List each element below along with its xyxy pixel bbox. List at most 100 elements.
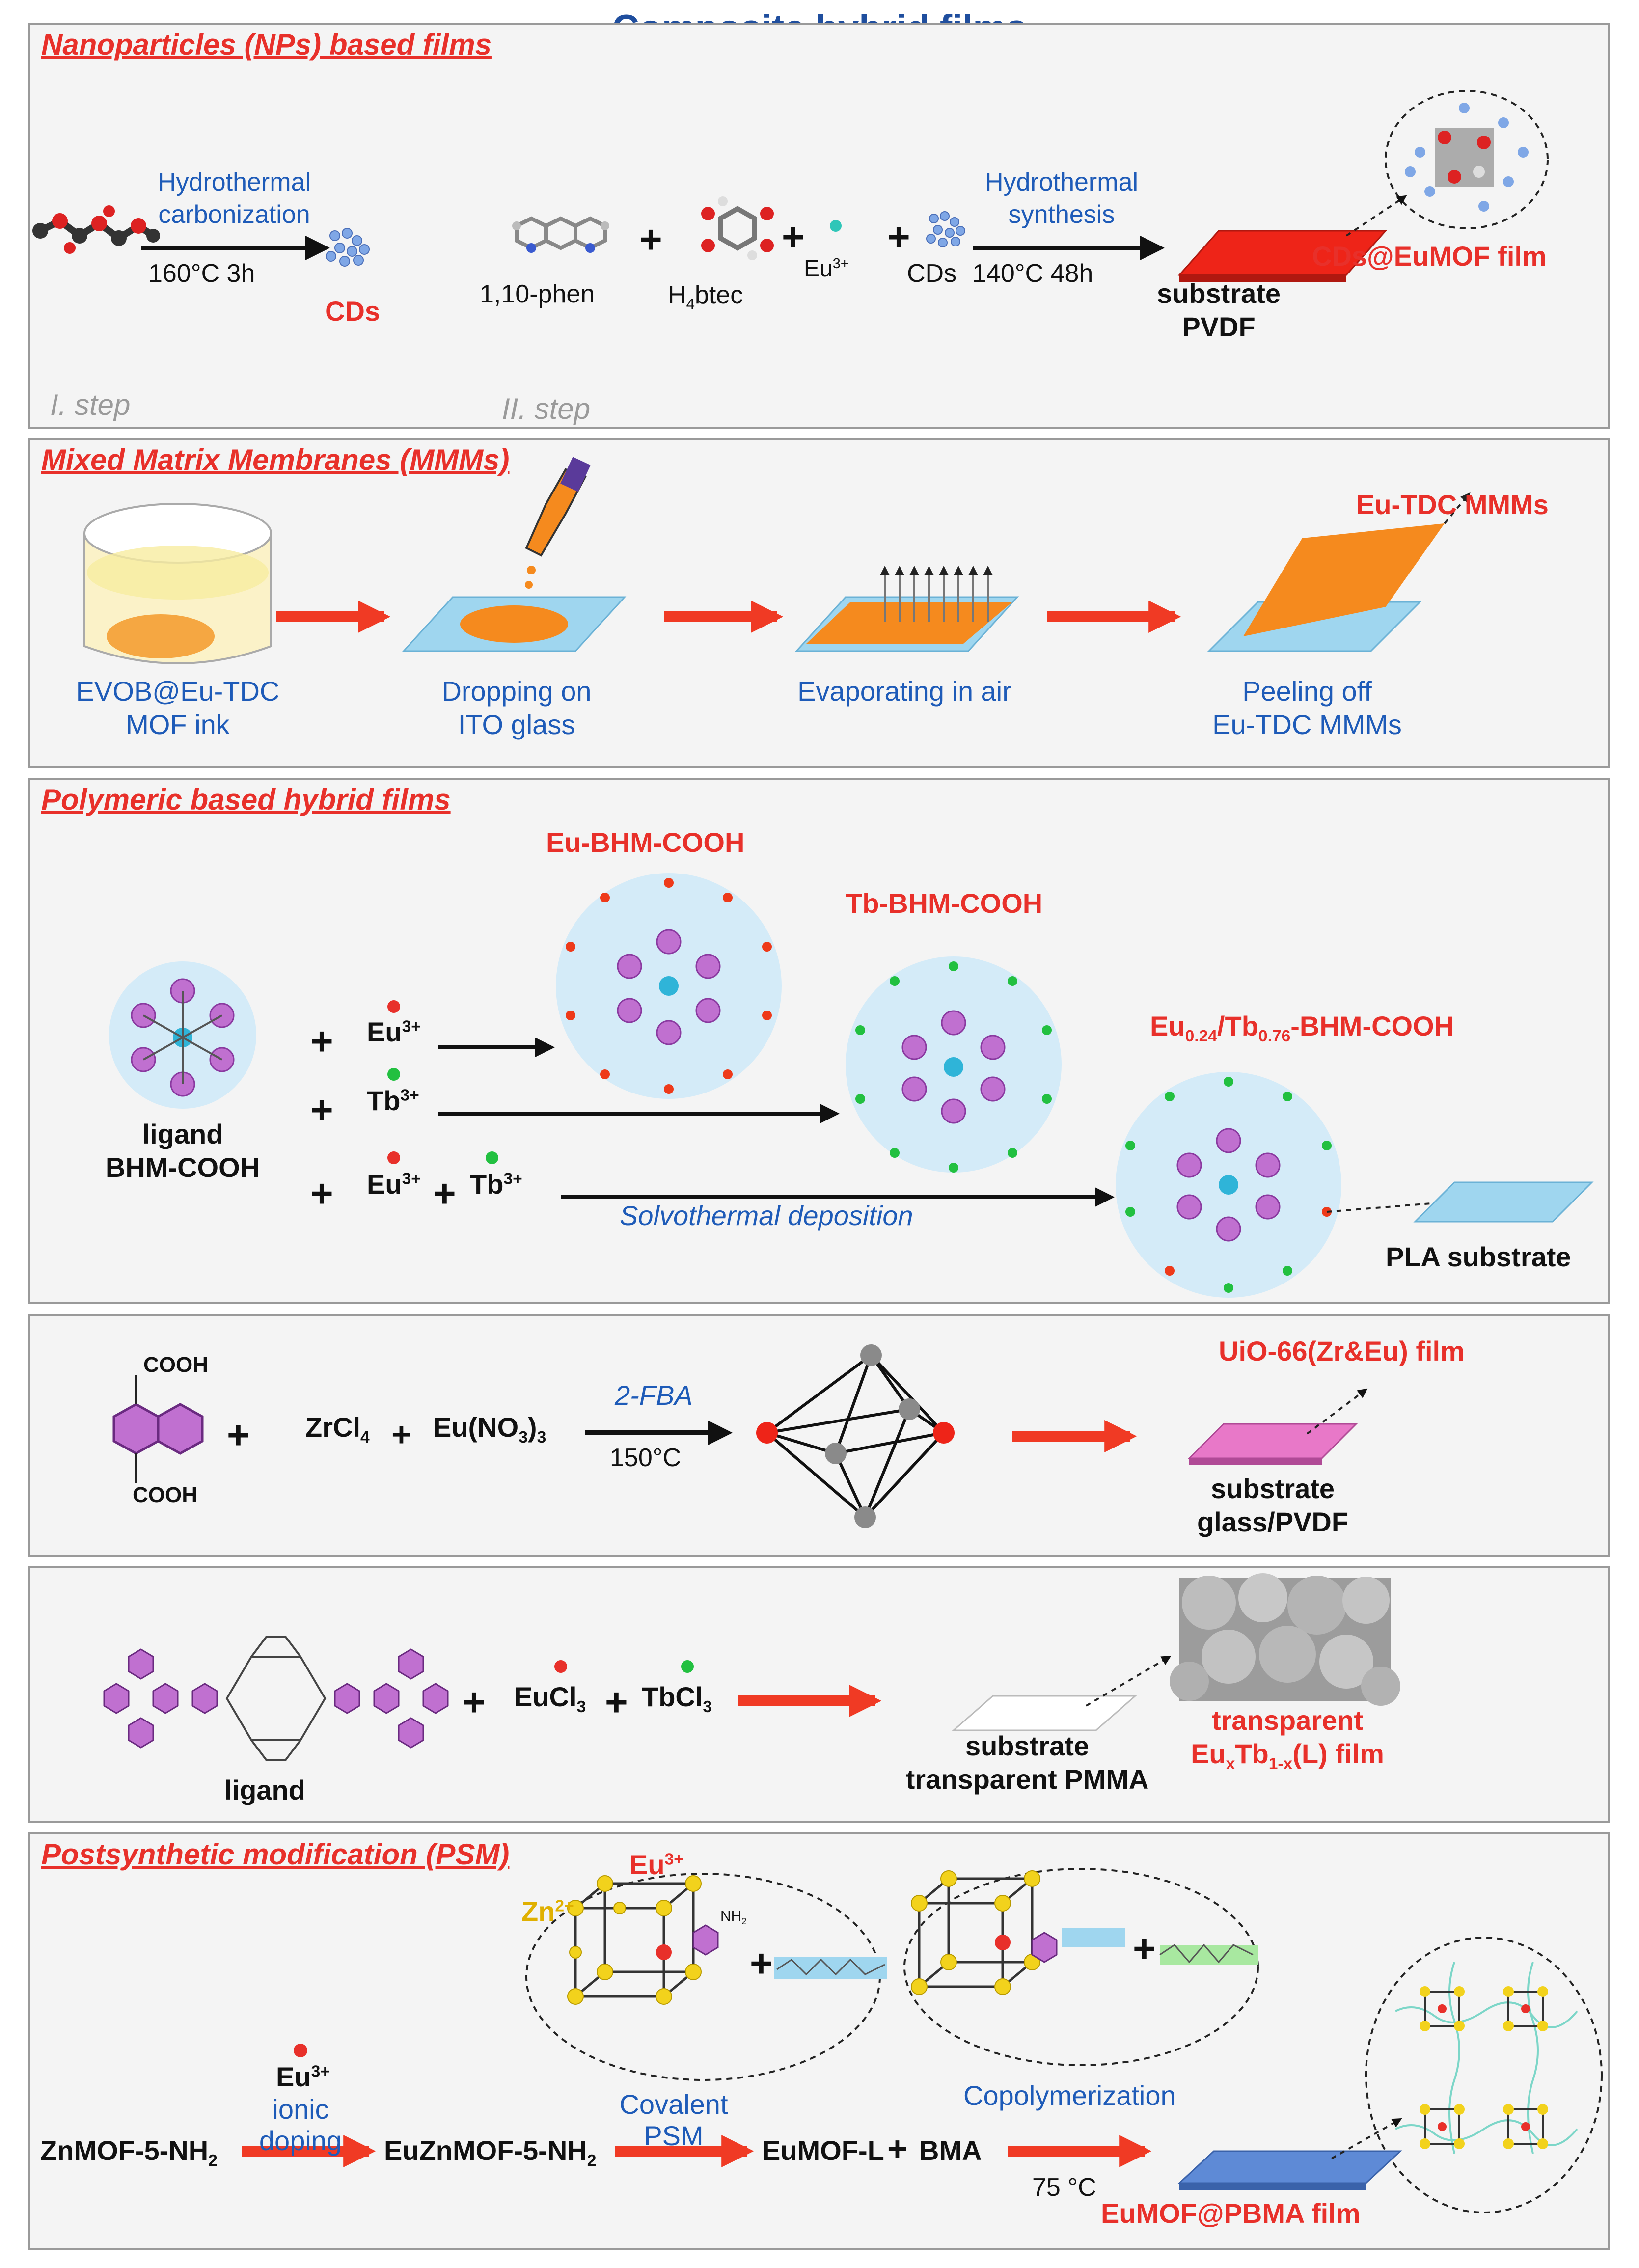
- plus-sign: +: [1133, 1927, 1156, 1970]
- plus-sign: +: [639, 218, 662, 261]
- eumof-l-label: EuMOF-L: [762, 2135, 884, 2166]
- plus-sign: +: [605, 1680, 628, 1724]
- panel-psm: Postsynthetic modification (PSM): [28, 1832, 1610, 2250]
- carbon-dots-icon: [326, 228, 370, 267]
- panel-transparent-film: + + ligand EuCl3 TbCl3 substrate transpa…: [28, 1566, 1610, 1823]
- eu-dot-icon: [387, 1151, 400, 1164]
- tb-dot-icon: [486, 1151, 498, 1164]
- anhydride-chain: [776, 1958, 885, 1976]
- eu-nitrate-label: Eu(NO3)3: [433, 1412, 546, 1447]
- film-label: CDs@EuMOF film: [1312, 241, 1547, 272]
- tb-ion-label: Tb3+: [367, 1085, 419, 1116]
- arrow2-bottom-label: 140°C 48h: [972, 259, 1093, 288]
- eu-ion-label: Eu3+: [804, 256, 849, 282]
- step-2-label: II. step: [502, 392, 591, 425]
- arrow1-top-label-2: carbonization: [158, 200, 310, 229]
- copoly-label: Copolymerization: [963, 2080, 1176, 2111]
- nh2-label: NH2: [720, 1908, 747, 1926]
- plus-sign: +: [391, 1415, 411, 1453]
- film-label: UiO-66(Zr&Eu) film: [1219, 1336, 1465, 1366]
- macrocycle-ligand-icon: [103, 1636, 449, 1761]
- plus-sign: +: [887, 215, 910, 259]
- plus-sign: +: [227, 1413, 250, 1457]
- temperature-label: 150°C: [610, 1444, 682, 1472]
- phen-label: 1,10-phen: [480, 280, 595, 308]
- arrow1-top-label-1: Hydrothermal: [157, 168, 311, 196]
- carbohydrate-molecule-icon: [32, 205, 160, 254]
- film-pointer: [1085, 1655, 1172, 1707]
- eu-ion-label: Eu3+: [276, 2061, 330, 2092]
- amide-segment: [1062, 1928, 1125, 1947]
- bma-segment: [1160, 1945, 1258, 1965]
- step2-label-1: Dropping on: [441, 676, 592, 707]
- tb-dot-icon: [387, 1068, 400, 1081]
- ligand-bhm-cooh-icon: [109, 961, 256, 1109]
- film-edge: [1179, 2183, 1366, 2190]
- panel-title: Postsynthetic modification (PSM): [41, 1838, 510, 1871]
- panel-uio66: + + COOH COOH ZrCl4 Eu(NO3)3 2-FBA 150°C…: [28, 1314, 1610, 1557]
- film-edge: [1179, 275, 1346, 282]
- arrow2-top-label-2: synthesis: [1008, 200, 1115, 229]
- substrate-label-1: substrate: [1156, 278, 1281, 309]
- zn-ion-label: Zn2+: [521, 1896, 574, 1927]
- substrate-label-2: glass/PVDF: [1197, 1506, 1349, 1537]
- substrate-label-2: PVDF: [1182, 311, 1256, 342]
- panel3-graphics: + + + +: [109, 873, 1594, 1298]
- cooh-bottom-label: COOH: [133, 1483, 197, 1507]
- eu-node: [656, 1944, 672, 1960]
- linker-ring: [1031, 1932, 1058, 1963]
- panel-nanoparticles: Nanoparticles (NPs) based films: [28, 23, 1610, 429]
- copoly-zoom-ellipse: [903, 1868, 1259, 2066]
- covalent-label-2: PSM: [644, 2120, 704, 2151]
- film-zoom-ellipse: [1365, 1937, 1603, 2213]
- beaker-icon: [83, 503, 272, 664]
- eu-dot-icon: [387, 1000, 400, 1013]
- linker-ring: [692, 1924, 719, 1956]
- pmma-substrate: [952, 1695, 1137, 1731]
- pla-substrate-label: PLA substrate: [1386, 1241, 1571, 1272]
- eu-ion-label-2: Eu3+: [367, 1169, 421, 1200]
- eu-ion-label: Eu3+: [367, 1016, 421, 1047]
- eu-bhm-complex-icon: [556, 873, 782, 1099]
- panel5-graphics: + +: [103, 1573, 1400, 1761]
- step2-label-2: ITO glass: [458, 709, 575, 740]
- panel2-graphics: [83, 457, 1471, 664]
- bma-chain: [1159, 1943, 1254, 1964]
- plus-sign: +: [887, 2130, 907, 2168]
- evaporating-film-icon: [794, 566, 1019, 652]
- plus-sign: +: [310, 1172, 333, 1215]
- naphthalene-dicarboxylic-icon: [112, 1375, 204, 1483]
- step3-label: Evaporating in air: [797, 676, 1011, 707]
- plus-sign: +: [310, 1019, 333, 1063]
- mix-complex-label: Eu0.24/Tb0.76-BHM-COOH: [1150, 1011, 1454, 1046]
- plus-sign: +: [433, 1172, 456, 1215]
- cds-label: CDs: [325, 296, 381, 327]
- doping-label-2: doping: [259, 2125, 342, 2156]
- panel4-graphics: + +: [112, 1344, 1368, 1528]
- pla-substrate: [1413, 1181, 1594, 1223]
- zrcl4-label: ZrCl4: [305, 1412, 370, 1447]
- mof-cube-nodes: [567, 1875, 702, 2005]
- arrow2-top-label-1: Hydrothermal: [984, 168, 1139, 196]
- sem-micrograph: [1170, 1573, 1400, 1706]
- eu-dot-icon: [294, 2044, 307, 2057]
- ligand-label-2: BHM-COOH: [105, 1152, 260, 1183]
- film-pointer: [1306, 1388, 1368, 1435]
- substrate-label-2: transparent PMMA: [905, 1764, 1149, 1795]
- step4-label-1: Peeling off: [1242, 676, 1372, 707]
- process-label: Solvothermal deposition: [620, 1200, 913, 1231]
- film-label: EuMOF@PBMA film: [1101, 2198, 1361, 2229]
- eu-ion-label-inset: Eu3+: [629, 1849, 683, 1880]
- tb-bhm-complex-icon: [846, 956, 1062, 1173]
- panel-mixed-matrix: Mixed Matrix Membranes (MMMs): [28, 438, 1610, 768]
- mof-cube-icon: [574, 1882, 695, 1998]
- panel-title: Nanoparticles (NPs) based films: [41, 28, 492, 61]
- step4-label-2: Eu-TDC MMMs: [1212, 709, 1402, 740]
- plus-sign: +: [750, 1941, 773, 1985]
- ito-glass-dropping-icon: [402, 457, 627, 652]
- arrow1-bottom-label: 160°C 3h: [148, 259, 255, 288]
- zoom-circle: [1385, 90, 1549, 229]
- tb-complex-label: Tb-BHM-COOH: [846, 888, 1043, 919]
- panel6-graphics: + +: [242, 1868, 1603, 2213]
- ligand-label-1: ligand: [142, 1119, 223, 1149]
